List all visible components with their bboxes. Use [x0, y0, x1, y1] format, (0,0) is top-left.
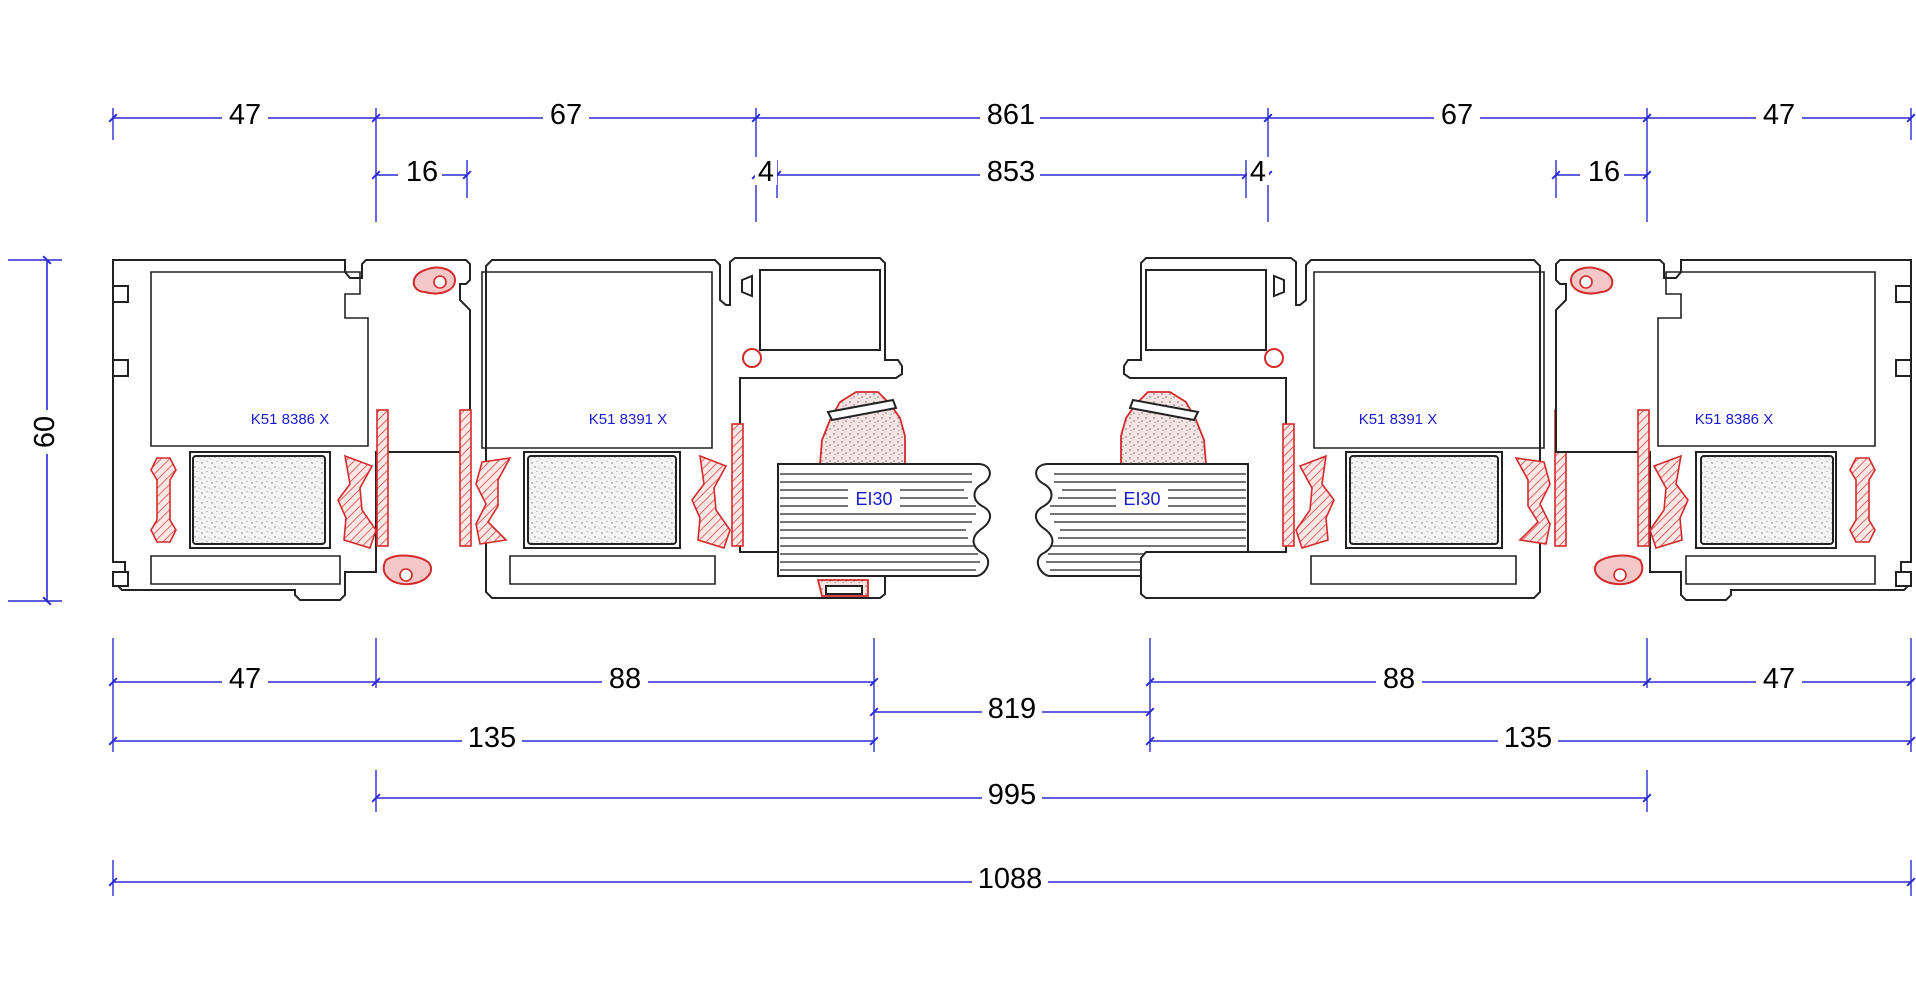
left-height-dimension: 60 [8, 255, 62, 606]
dim-bottom-88-left: 88 [609, 663, 641, 695]
profile-code-right-outer: K51 8386 X [1695, 411, 1773, 428]
top-dimensions: 47 67 861 67 47 16 4 853 4 16 [108, 99, 1916, 222]
dim-top-47-left: 47 [229, 99, 261, 131]
left-frame-assembly: K51 8386 X [112, 259, 471, 601]
dim-gap-819: 819 [988, 693, 1036, 725]
dim-top-861: 861 [987, 99, 1035, 131]
dim-bottom-47-right: 47 [1763, 663, 1795, 695]
dim-height-60: 60 [29, 416, 61, 448]
dim-top-67-right: 67 [1441, 99, 1473, 131]
profile-code-right-inner: K51 8391 X [1359, 411, 1437, 428]
dim-top-4-right: 4 [1250, 156, 1266, 188]
right-frame-assembly: K51 8386 X [1555, 259, 1912, 601]
dim-top-4-left: 4 [758, 156, 774, 188]
dim-top-853: 853 [987, 156, 1035, 188]
dim-top-16-right: 16 [1588, 156, 1620, 188]
profile-code-left-inner: K51 8391 X [589, 411, 667, 428]
dim-top-67-left: 67 [550, 99, 582, 131]
dim-bottom-135-left: 135 [468, 722, 516, 754]
dim-top-47-right: 47 [1763, 99, 1795, 131]
right-glass-unit: EI30 [1035, 391, 1249, 597]
dim-overall-1088: 1088 [978, 863, 1043, 895]
dim-bottom-88-right: 88 [1383, 663, 1415, 695]
dim-top-16-left: 16 [406, 156, 438, 188]
dim-bottom-47-left: 47 [229, 663, 261, 695]
dim-995: 995 [988, 779, 1036, 811]
left-sash-assembly: K51 8391 X [459, 257, 903, 599]
glass-label-left: EI30 [855, 489, 892, 509]
profile-code-left-outer: K51 8386 X [251, 411, 329, 428]
dim-bottom-135-right: 135 [1504, 722, 1552, 754]
glass-label-right: EI30 [1123, 489, 1160, 509]
right-sash-assembly: K51 8391 X [1123, 257, 1567, 599]
bottom-dimensions: 47 88 88 47 819 135 135 995 1088 [108, 638, 1916, 896]
left-glass-unit: EI30 [777, 391, 991, 597]
